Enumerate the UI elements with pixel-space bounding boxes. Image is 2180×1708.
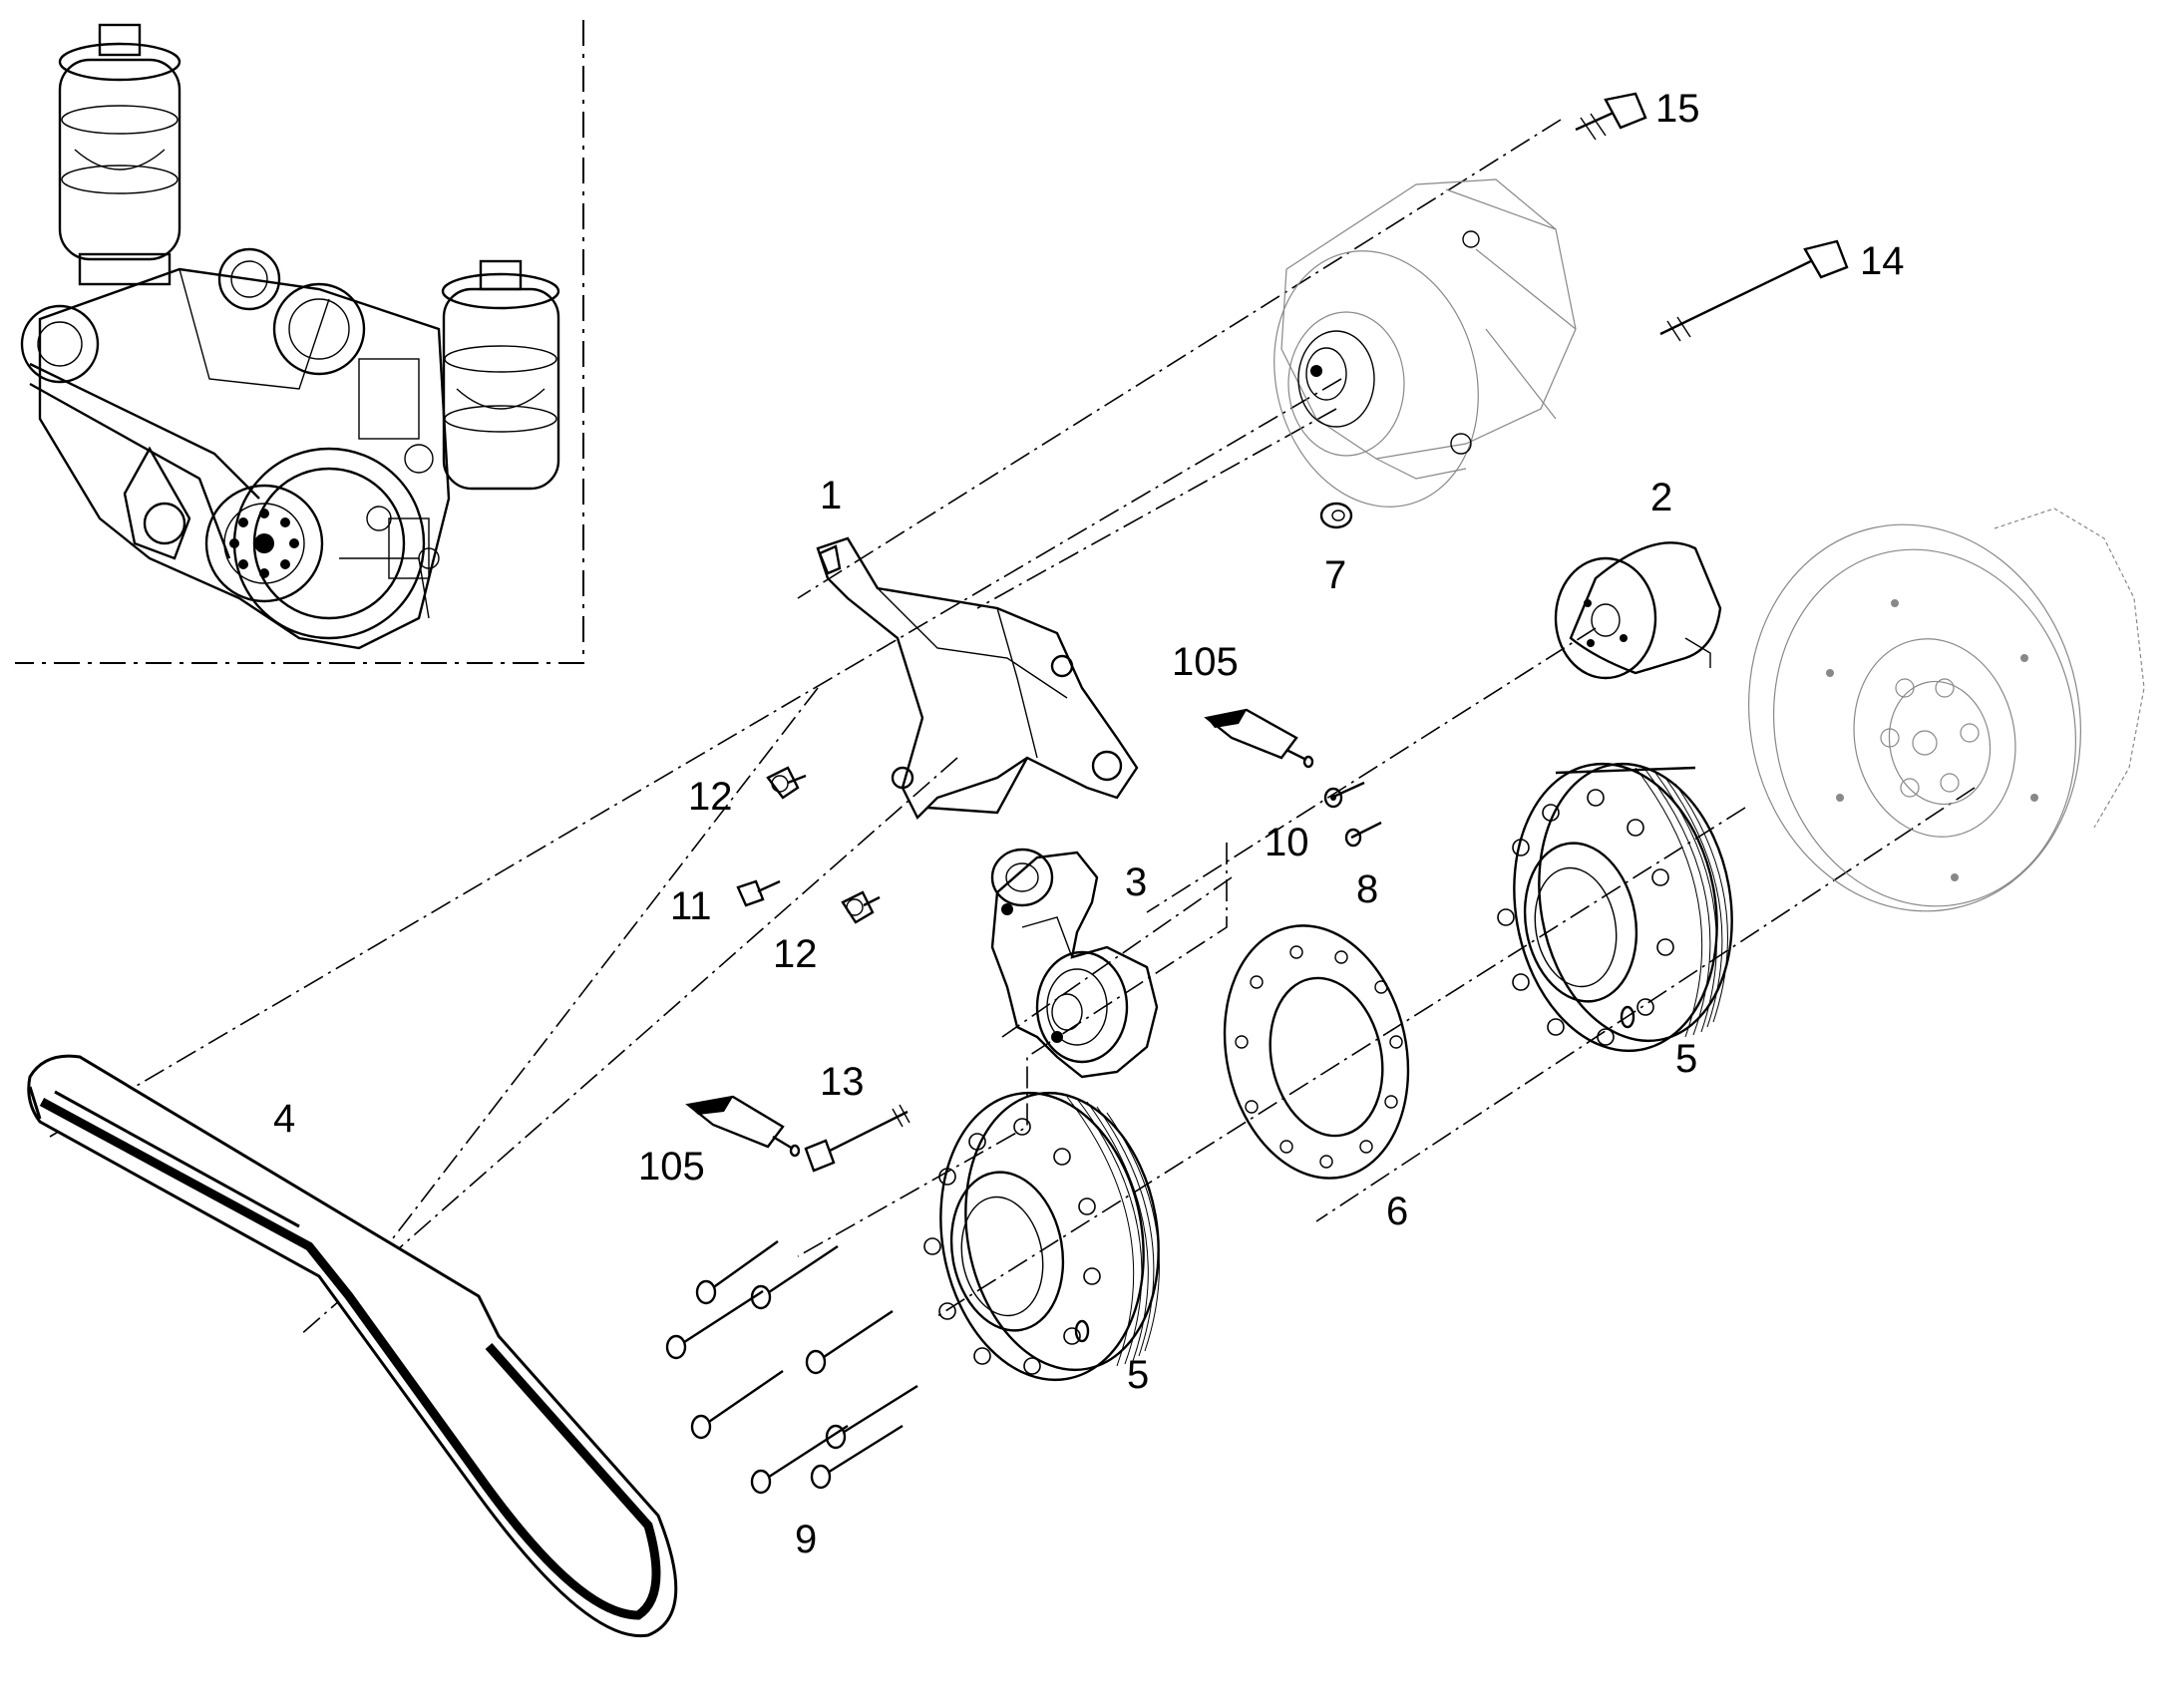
callout-10: 10 bbox=[1265, 821, 1309, 864]
callout-15: 15 bbox=[1655, 87, 1700, 131]
sealant-tube-105-lower bbox=[685, 1095, 801, 1158]
engine-inset-block bbox=[38, 247, 451, 650]
callout-5-upper: 5 bbox=[1675, 1037, 1697, 1081]
callout-7: 7 bbox=[1324, 553, 1346, 597]
cap-screw bbox=[825, 1384, 918, 1450]
sealant-tube-105-upper bbox=[1204, 708, 1314, 769]
cap-screws-9 bbox=[665, 1240, 918, 1495]
cap-screw bbox=[665, 1289, 764, 1360]
bracket-1 bbox=[816, 536, 1139, 821]
engine-overview-inset bbox=[15, 20, 584, 664]
engine-inset-cylinder-left bbox=[58, 23, 182, 286]
pulley-5-lower bbox=[923, 1091, 1160, 1382]
engine-inset-belt-drive bbox=[20, 304, 426, 640]
flywheel bbox=[1747, 508, 2145, 912]
callout-1: 1 bbox=[820, 474, 842, 517]
callout-5-lower: 5 bbox=[1127, 1353, 1149, 1397]
cap-screw bbox=[690, 1370, 784, 1440]
bolt-12-upper bbox=[766, 766, 807, 800]
callout-6: 6 bbox=[1386, 1190, 1408, 1233]
pulley-5-upper bbox=[1497, 762, 1733, 1053]
cap-screw bbox=[750, 1424, 849, 1495]
callout-8: 8 bbox=[1356, 867, 1378, 911]
cap-screw bbox=[810, 1424, 904, 1490]
cap-screw bbox=[695, 1240, 779, 1305]
callout-12-lower: 12 bbox=[773, 932, 818, 976]
engine-inset-cylinder-right bbox=[441, 259, 560, 491]
callout-105-lower: 105 bbox=[638, 1145, 705, 1189]
callout-105-upper: 105 bbox=[1172, 640, 1239, 684]
callout-11: 11 bbox=[670, 884, 712, 928]
bolt-12-lower bbox=[841, 890, 881, 924]
pin-8 bbox=[1344, 821, 1382, 848]
callout-12-upper: 12 bbox=[688, 775, 733, 819]
belt-tensioner-3 bbox=[990, 848, 1159, 1079]
hub-adapter-2 bbox=[1554, 541, 1722, 680]
bolt-14 bbox=[1659, 239, 1849, 342]
alternator bbox=[1273, 178, 1577, 508]
bolt-15 bbox=[1575, 92, 1647, 141]
bolt-13 bbox=[804, 1104, 910, 1173]
callout-2: 2 bbox=[1650, 476, 1672, 519]
callout-14: 14 bbox=[1860, 239, 1905, 283]
callout-3: 3 bbox=[1125, 860, 1147, 904]
bolt-10 bbox=[1323, 781, 1365, 809]
center-lines bbox=[49, 119, 1976, 1337]
spacer-ring-6 bbox=[1223, 924, 1410, 1180]
callout-4: 4 bbox=[273, 1097, 295, 1141]
washer-7 bbox=[1319, 502, 1353, 529]
cap-screw bbox=[750, 1245, 839, 1310]
callout-13: 13 bbox=[820, 1060, 865, 1104]
poly-v-belt-4 bbox=[27, 1054, 678, 1638]
cap-screw bbox=[805, 1310, 894, 1375]
callout-labels: 1 2 3 4 5 5 6 7 8 9 10 11 12 12 13 14 15… bbox=[273, 87, 1905, 1561]
bolt-11 bbox=[736, 879, 781, 907]
callout-9: 9 bbox=[795, 1518, 817, 1561]
